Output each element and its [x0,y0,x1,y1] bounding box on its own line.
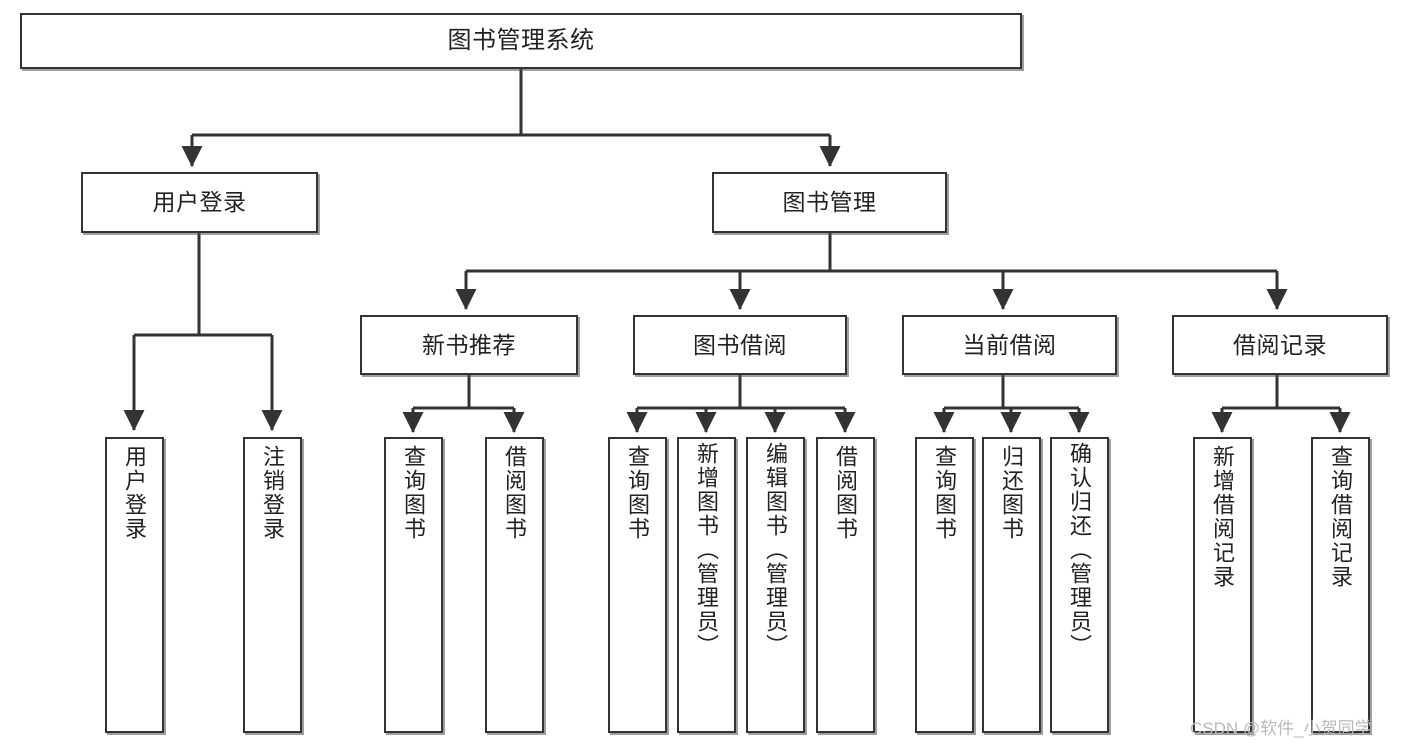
leaf-add-book-admin[interactable]: 新增图书（管理员） [677,437,736,733]
leaf-logout[interactable]: 注销登录 [243,437,302,733]
node-label: 当前借阅 [962,331,1057,358]
node-book-borrow[interactable]: 图书借阅 [633,315,847,375]
node-label: 编辑图书（管理员） [763,442,789,658]
node-label: 查询图书 [625,445,651,541]
leaf-query-book-new-rec[interactable]: 查询图书 [384,437,443,733]
node-root-book-management-system[interactable]: 图书管理系统 [20,13,1022,69]
leaf-query-book-borrow[interactable]: 查询图书 [608,437,667,733]
node-label: 借阅记录 [1233,331,1327,358]
leaf-borrow-book-borrow[interactable]: 借阅图书 [816,437,875,733]
node-label: 借阅图书 [833,445,859,541]
node-user-login[interactable]: 用户登录 [81,172,318,233]
node-label: 借阅图书 [502,445,528,541]
node-current-borrow[interactable]: 当前借阅 [902,315,1117,375]
leaf-edit-book-admin[interactable]: 编辑图书（管理员） [746,437,805,733]
node-label: 图书借阅 [693,331,787,358]
leaf-user-login[interactable]: 用户登录 [105,437,164,733]
node-label: 确认归还（管理员） [1067,442,1093,658]
node-new-book-recommend[interactable]: 新书推荐 [360,315,578,375]
csdn-watermark: CSDN @软件_小贺同学 [1190,719,1372,738]
node-label: 新增借阅记录 [1210,445,1236,589]
node-label: 新书推荐 [422,331,516,358]
node-borrow-record[interactable]: 借阅记录 [1172,315,1388,375]
leaf-add-borrow-record[interactable]: 新增借阅记录 [1193,437,1252,733]
leaf-query-book-current[interactable]: 查询图书 [915,437,974,733]
node-label: 查询借阅记录 [1328,445,1354,589]
node-label: 用户登录 [122,445,148,541]
node-label: 归还图书 [999,445,1025,541]
node-label: 用户登录 [152,189,247,216]
leaf-query-borrow-record[interactable]: 查询借阅记录 [1311,437,1370,733]
node-label: 新增图书（管理员） [694,442,720,658]
leaf-confirm-return-admin[interactable]: 确认归还（管理员） [1050,437,1109,733]
node-label: 查询图书 [932,445,958,541]
node-book-manage[interactable]: 图书管理 [712,172,947,233]
node-label: 查询图书 [401,445,427,541]
leaf-return-book[interactable]: 归还图书 [982,437,1041,733]
node-label: 注销登录 [260,445,286,541]
node-label: 图书管理系统 [447,27,595,55]
leaf-borrow-book-new-rec[interactable]: 借阅图书 [485,437,544,733]
node-label: 图书管理 [782,189,877,216]
